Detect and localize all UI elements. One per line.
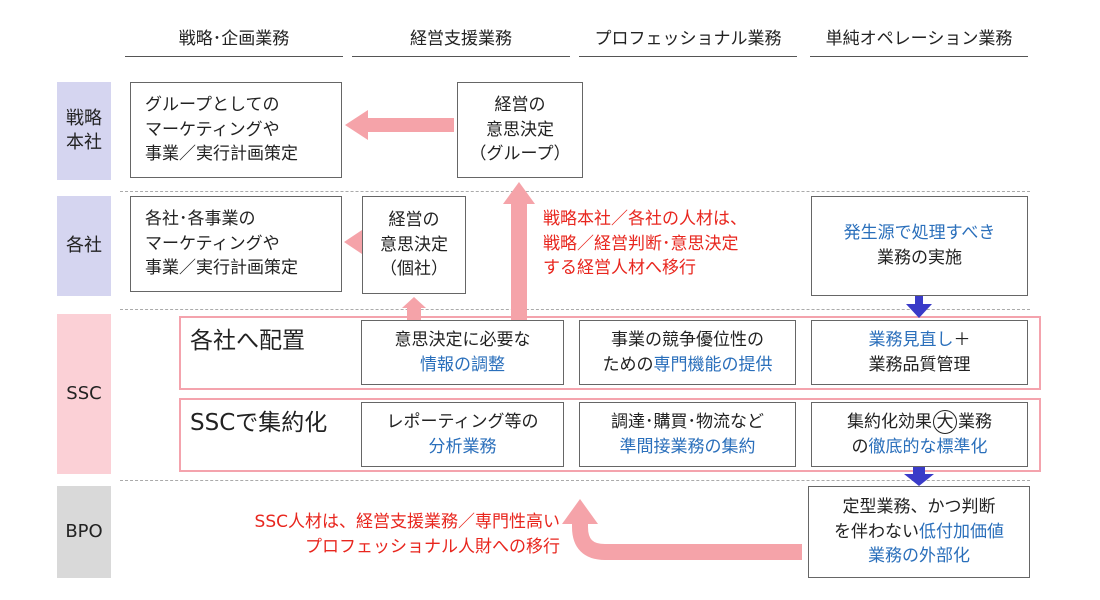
hq-decision-line: 意思決定 <box>486 119 554 140</box>
column-header-simple-operations: 単純オペレーション業務 <box>810 16 1028 57</box>
ssc-consolidate-band <box>179 398 1041 472</box>
hq-planning-line: グループとしての <box>145 95 280 116</box>
ssc-consolidate-box1-line1: レポーティング等の <box>386 411 539 432</box>
row-label-hq: 戦略 本社 <box>57 82 111 180</box>
sub-decision-line: 意思決定 <box>380 234 448 255</box>
ssc-consolidate-box1-line2: 分析業務 <box>428 436 497 457</box>
arrow-hq-decision-to-planning <box>345 110 454 140</box>
bpo-box-line2b: 低付加価値 <box>919 521 1004 542</box>
ssc-consolidate-title: SSCで集約化 <box>190 410 328 436</box>
hq-planning-box: グループとしての マーケティングや 事業／実行計画策定 <box>130 82 342 178</box>
ssc-deploy-box-quality-mgmt: 業務見直し＋ 業務品質管理 <box>811 320 1028 385</box>
ssc-deploy-box3-line1a: 業務見直し <box>868 329 954 350</box>
row-label-bpo: BPO <box>57 486 111 578</box>
source-processing-box: 発生源で処理すべき 業務の実施 <box>811 196 1028 296</box>
bpo-talent-note-line: SSC人材は、経営支援業務／専門性高い <box>254 512 560 532</box>
ssc-consolidate-box3-line1a: 集約化効果 <box>847 411 932 432</box>
ssc-deploy-box-info-coordination: 意思決定に必要な 情報の調整 <box>361 320 564 385</box>
ssc-deploy-box2-line2: ための専門機能の提供 <box>603 353 773 378</box>
ssc-deploy-box2-line2b: 専門機能の提供 <box>653 354 773 375</box>
row-label-subs: 各社 <box>57 196 111 296</box>
arrow-sub-decision-to-planning <box>344 230 364 254</box>
sub-decision-line: （個社） <box>380 259 448 280</box>
ssc-deploy-title: 各社へ配置 <box>190 328 305 354</box>
separator-subs-ssc <box>120 309 1030 310</box>
column-header-management-support: 経営支援業務 <box>352 16 570 57</box>
hq-decision-line: 経営の <box>494 95 546 116</box>
sub-planning-box: 各社･各事業の マーケティングや 事業／実行計画策定 <box>130 196 342 292</box>
sub-planning-line: 事業／実行計画策定 <box>145 258 298 279</box>
talent-shift-note: 戦略本社／各社の人材は、 戦略／経営判断･意思決定 する経営人材へ移行 <box>543 207 747 281</box>
sub-planning-line: マーケティングや <box>145 233 280 254</box>
circled-large-icon: 大 <box>933 409 957 434</box>
ssc-deploy-box2-line1: 事業の競争優位性の <box>611 329 764 350</box>
bpo-talent-note-line: プロフェッショナル人財への移行 <box>305 536 560 557</box>
ssc-deploy-box1-line1: 意思決定に必要な <box>394 329 531 350</box>
source-processing-line1: 発生源で処理すべき <box>843 223 996 244</box>
talent-shift-note-line: 戦略／経営判断･意思決定 <box>543 233 739 254</box>
ssc-consolidate-box-analysis: レポーティング等の 分析業務 <box>361 402 564 467</box>
ssc-consolidate-box2-line1: 調達･購買･物流など <box>611 411 764 432</box>
talent-shift-note-line: 戦略本社／各社の人材は、 <box>543 209 747 229</box>
row-label-hq-text: 戦略 本社 <box>66 107 102 153</box>
ssc-consolidate-box2-line2: 準間接業務の集約 <box>619 436 756 457</box>
hq-decision-line: （グループ） <box>469 144 571 165</box>
bpo-talent-note: SSC人材は、経営支援業務／専門性高い プロフェッショナル人財への移行 <box>195 510 560 559</box>
ssc-consolidate-box3-line2b: 徹底的な標準化 <box>868 436 988 457</box>
ssc-consolidate-box3-line2a: の <box>851 436 869 457</box>
ssc-deploy-box3-line1b: ＋ <box>953 329 971 350</box>
arrow-up-to-hq-decision <box>503 182 535 320</box>
column-header-strategy: 戦略･企画業務 <box>125 16 343 57</box>
ssc-consolidate-box-standardization: 集約化効果大業務 の徹底的な標準化 <box>811 402 1028 467</box>
sub-planning-line: 各社･各事業の <box>145 209 256 230</box>
column-header-professional: プロフェッショナル業務 <box>579 16 797 57</box>
ssc-deploy-box-expert-function: 事業の競争優位性の ための専門機能の提供 <box>579 320 796 385</box>
bpo-box-line3: 業務の外部化 <box>868 546 970 567</box>
ssc-deploy-box3-line1: 業務見直し＋ <box>869 328 971 353</box>
bpo-box-line2a: を伴わない <box>834 521 919 542</box>
row-label-ssc-text: SSC <box>66 382 102 404</box>
bpo-box-line1: 定型業務、かつ判断 <box>842 497 996 518</box>
row-label-ssc: SSC <box>57 314 111 474</box>
ssc-deploy-box1-line2: 情報の調整 <box>420 354 505 375</box>
sub-decision-box: 経営の 意思決定 （個社） <box>362 196 466 294</box>
ssc-consolidate-box3-line1: 集約化効果大業務 <box>847 409 992 435</box>
sub-decision-line: 経営の <box>388 210 440 231</box>
arrow-blue-down <box>904 467 934 486</box>
hq-decision-box: 経営の 意思決定 （グループ） <box>457 82 583 178</box>
talent-shift-note-line: する経営人材へ移行 <box>543 258 696 279</box>
bpo-box-line2: を伴わない低付加価値 <box>834 520 1004 545</box>
row-label-bpo-text: BPO <box>65 520 103 542</box>
separator-ssc-bpo <box>120 480 1030 481</box>
bpo-outsourcing-box: 定型業務、かつ判断 を伴わない低付加価値 業務の外部化 <box>808 486 1030 578</box>
hq-planning-line: マーケティングや <box>145 119 280 140</box>
ssc-deploy-box3-line2: 業務品質管理 <box>868 354 971 375</box>
ssc-consolidate-box3-line1b: 業務 <box>958 411 992 432</box>
ssc-deploy-band <box>179 316 1041 390</box>
hq-planning-line: 事業／実行計画策定 <box>145 144 298 165</box>
ssc-consolidate-box-procurement: 調達･購買･物流など 準間接業務の集約 <box>579 402 796 467</box>
arrow-bpo-to-ssc-talent <box>562 499 802 560</box>
source-processing-line2: 業務の実施 <box>877 248 962 268</box>
row-label-subs-text: 各社 <box>66 234 102 256</box>
arrow-up-to-sub-decision <box>402 297 426 320</box>
ssc-deploy-box2-line2a: ための <box>602 354 654 375</box>
separator-hq-subs <box>120 191 1030 192</box>
ssc-consolidate-box3-line2: の徹底的な標準化 <box>852 435 988 460</box>
